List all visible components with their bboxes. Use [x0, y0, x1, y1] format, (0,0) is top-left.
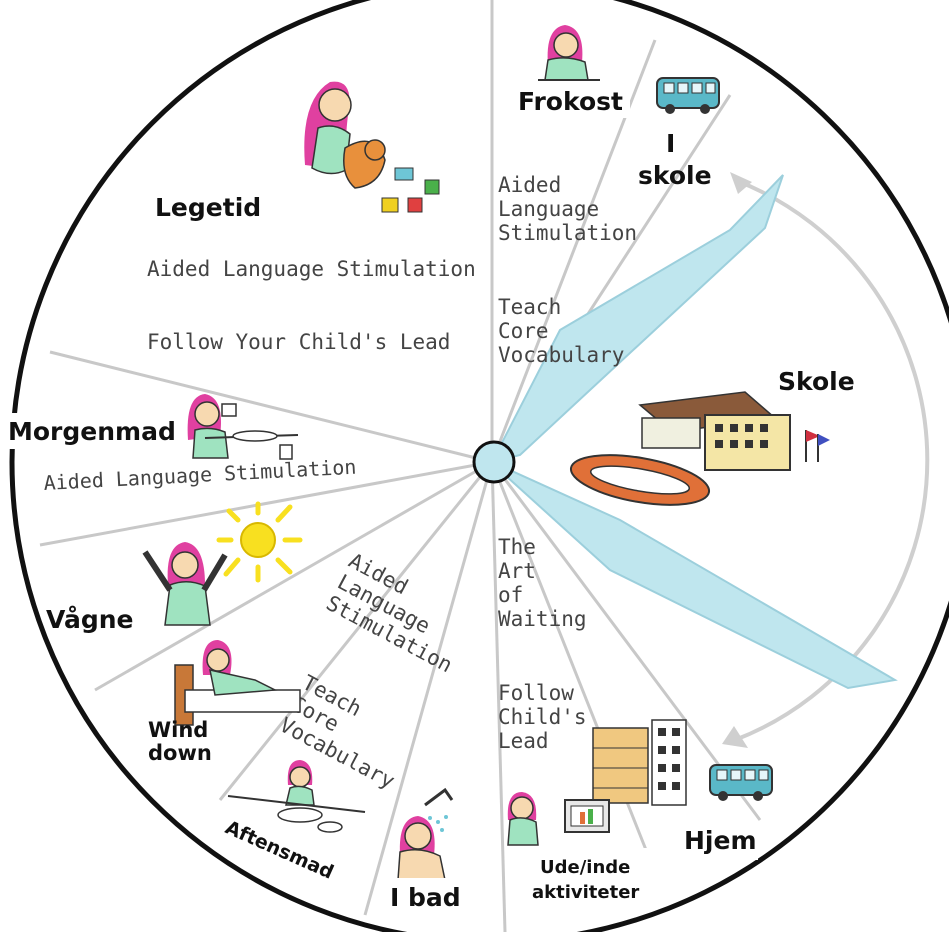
label-i-bad: I bad — [390, 883, 461, 912]
label-frokost: Frokost — [518, 87, 623, 116]
svg-text:Follow: Follow — [498, 681, 574, 705]
svg-text:Vocabulary: Vocabulary — [498, 343, 624, 367]
play-illustration — [304, 81, 440, 213]
sector-dividers — [39, 0, 762, 932]
svg-text:Stimulation: Stimulation — [498, 221, 637, 245]
breakfast-illustration — [187, 394, 299, 460]
label-legetid: Legetid — [155, 193, 261, 222]
label-i: I — [666, 129, 675, 158]
school-illustration — [569, 391, 830, 506]
label-skole: Skole — [778, 367, 855, 396]
label-down: down — [148, 741, 212, 765]
lunch-illustration — [538, 25, 600, 81]
label-skole-small: skole — [638, 161, 712, 190]
label-vagne: Vågne — [46, 605, 134, 634]
strategy-als-legetid: Aided Language Stimulation — [147, 257, 476, 281]
bus-icon-bottom — [709, 764, 773, 801]
label-morgenmad: Morgenmad — [8, 417, 176, 446]
label-aktiviteter: aktiviteter — [532, 882, 639, 903]
label-hjem: Hjem — [684, 826, 757, 855]
svg-text:Lead: Lead — [498, 729, 549, 753]
time-span-arc — [722, 172, 930, 748]
minute-hand — [491, 461, 898, 690]
svg-text:Core: Core — [498, 319, 549, 343]
dinner-illustration — [227, 760, 366, 833]
bath-illustration — [397, 787, 454, 881]
strategy-follow-lead-legetid: Follow Your Child's Lead — [147, 330, 450, 354]
strategy-als-frokost: Aided Language Stimulation — [498, 173, 637, 245]
label-wind: Wind — [148, 718, 208, 742]
clock-center — [472, 440, 516, 484]
strategy-art-of-waiting: The Art of Waiting — [498, 535, 587, 631]
svg-text:of: of — [498, 583, 523, 607]
svg-text:Teach: Teach — [498, 295, 561, 319]
svg-text:Aided: Aided — [498, 173, 561, 197]
bus-icon — [656, 77, 720, 114]
svg-text:Waiting: Waiting — [498, 607, 587, 631]
svg-text:Art: Art — [498, 559, 536, 583]
clock-hands — [490, 174, 898, 690]
svg-text:Language: Language — [498, 197, 599, 221]
svg-text:Child's: Child's — [498, 705, 587, 729]
strategy-follow-child-lead: Follow Child's Lead — [498, 681, 587, 753]
wake-up-illustration — [142, 501, 303, 626]
label-ude-inde: Ude/inde — [540, 857, 630, 878]
label-backgrounds — [2, 84, 758, 916]
bedtime-illustration — [174, 640, 301, 726]
activities-illustration — [507, 719, 687, 846]
svg-text:The: The — [498, 535, 536, 559]
hour-hand — [490, 174, 784, 464]
strategy-tcv-frokost: Teach Core Vocabulary — [498, 295, 624, 367]
